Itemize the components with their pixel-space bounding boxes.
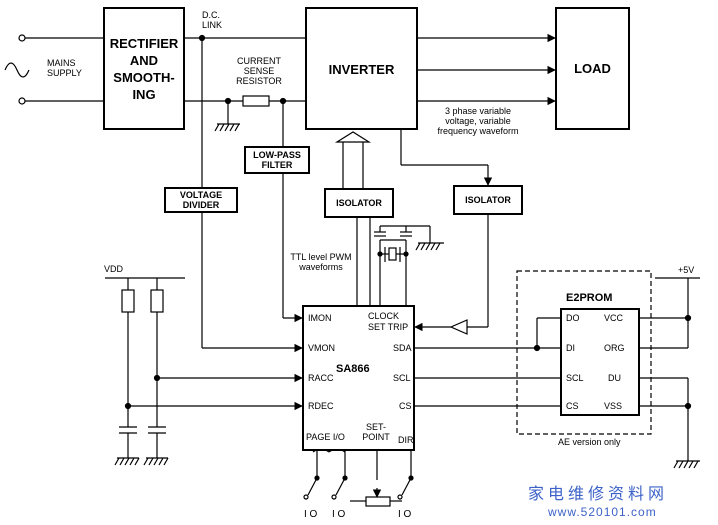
eeprom-pin-scl: SCL: [566, 373, 584, 383]
rectifier-block: RECTIFIER AND SMOOTH-ING: [103, 7, 185, 130]
pin-imon: IMON: [308, 313, 332, 323]
mains-supply-label: MAINS SUPPLY: [47, 58, 82, 78]
pin-clock: CLOCK: [368, 311, 400, 321]
isolator-label-trip: ISOLATOR: [465, 195, 511, 205]
pin-scl: SCL: [393, 373, 411, 383]
pin-rdec: RDEC: [308, 401, 334, 411]
watermark-url: www.520101.com: [548, 505, 657, 519]
load-block: LOAD: [555, 7, 630, 130]
sa866-chip: [302, 305, 415, 451]
pin-dir: DIR: [398, 435, 414, 445]
eeprom-pin-du: DU: [608, 373, 621, 383]
eeprom-pin-di: DI: [566, 343, 575, 353]
watermark-cn: 家电维修资料网: [528, 486, 669, 503]
isolator-block-trip: ISOLATOR: [453, 185, 523, 215]
voltage-divider-block: VOLTAGE DIVIDER: [164, 187, 238, 213]
sa866-title: SA866: [336, 363, 370, 375]
load-label: LOAD: [574, 61, 611, 76]
pin-racc: RACC: [308, 373, 334, 383]
pin-page-io: PAGE I/O: [306, 432, 345, 442]
dc-link-label: D.C. LINK: [202, 10, 223, 30]
io-label-3: I O: [398, 509, 412, 520]
pin-sda: SDA: [393, 343, 412, 353]
pin-vmon: VMON: [308, 343, 335, 353]
eeprom-pin-cs: CS: [566, 401, 579, 411]
eeprom-pin-vss: VSS: [604, 401, 623, 411]
io-label-1: I O: [304, 509, 318, 520]
voltage-divider-label: VOLTAGE DIVIDER: [179, 190, 223, 210]
three-phase-label: 3 phase variable voltage, variable frequ…: [437, 106, 519, 136]
eeprom-chip: [560, 308, 640, 416]
lowpass-label: LOW-PASS FILTER: [253, 150, 301, 170]
inverter-block: INVERTER: [305, 7, 418, 130]
plus5v-label: +5V: [678, 265, 695, 275]
lowpass-filter-block: LOW-PASS FILTER: [244, 146, 310, 174]
vdd-label: VDD: [104, 264, 124, 274]
pin-set-point: SET- POINT: [362, 422, 390, 442]
eeprom-pin-do: DO: [566, 313, 580, 323]
pin-set-trip: SET TRIP: [368, 322, 409, 332]
eeprom-title: E2PROM: [566, 292, 613, 304]
isolator-block-pwm: ISOLATOR: [324, 188, 394, 218]
ae-version-label: AE version only: [558, 437, 621, 447]
rectifier-label: RECTIFIER AND SMOOTH-ING: [109, 35, 179, 102]
ttl-pwm-label: TTL level PWM waveforms: [290, 252, 352, 272]
eeprom-pin-org: ORG: [604, 343, 625, 353]
isolator-label-pwm: ISOLATOR: [336, 198, 382, 208]
eeprom-pin-vcc: VCC: [604, 313, 624, 323]
pin-cs: CS: [399, 401, 412, 411]
inverter-label: INVERTER: [328, 62, 395, 77]
current-sense-label: CURRENT SENSE RESISTOR: [236, 56, 282, 86]
io-label-2: I O: [332, 509, 346, 520]
